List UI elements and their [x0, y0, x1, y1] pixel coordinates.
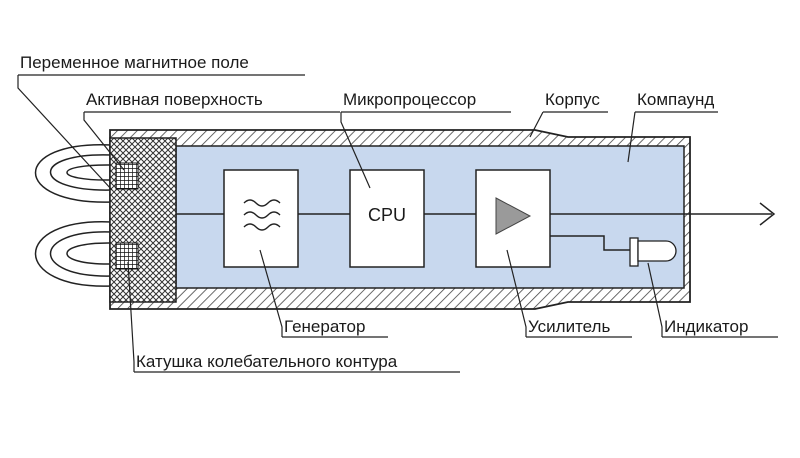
- label-indicator: Индикатор: [664, 317, 748, 336]
- label-housing: Корпус: [545, 90, 600, 109]
- generator-block: [223, 169, 299, 268]
- label-microprocessor: Микропроцессор: [343, 90, 476, 109]
- cpu-block: CPU: [349, 169, 425, 268]
- leader-lines: [17, 74, 778, 373]
- label-magnetic-field: Переменное магнитное поле: [20, 53, 249, 72]
- wave-icon: [243, 199, 281, 231]
- magnetic-field-loops: [35, 144, 113, 287]
- amplifier-triangle-icon: [495, 197, 532, 235]
- label-amplifier: Усилитель: [528, 317, 610, 336]
- coil-winding-top: [115, 162, 139, 190]
- amplifier-block: [475, 169, 551, 268]
- label-active-surface: Активная поверхность: [86, 90, 263, 109]
- label-coil: Катушка колебательного контура: [136, 352, 398, 371]
- coil-winding-bottom: [115, 242, 139, 270]
- cpu-label: CPU: [368, 205, 406, 225]
- label-compound: Компаунд: [637, 90, 714, 109]
- active-surface: [109, 137, 177, 303]
- label-generator: Генератор: [284, 317, 365, 336]
- indicator-led: [550, 235, 677, 267]
